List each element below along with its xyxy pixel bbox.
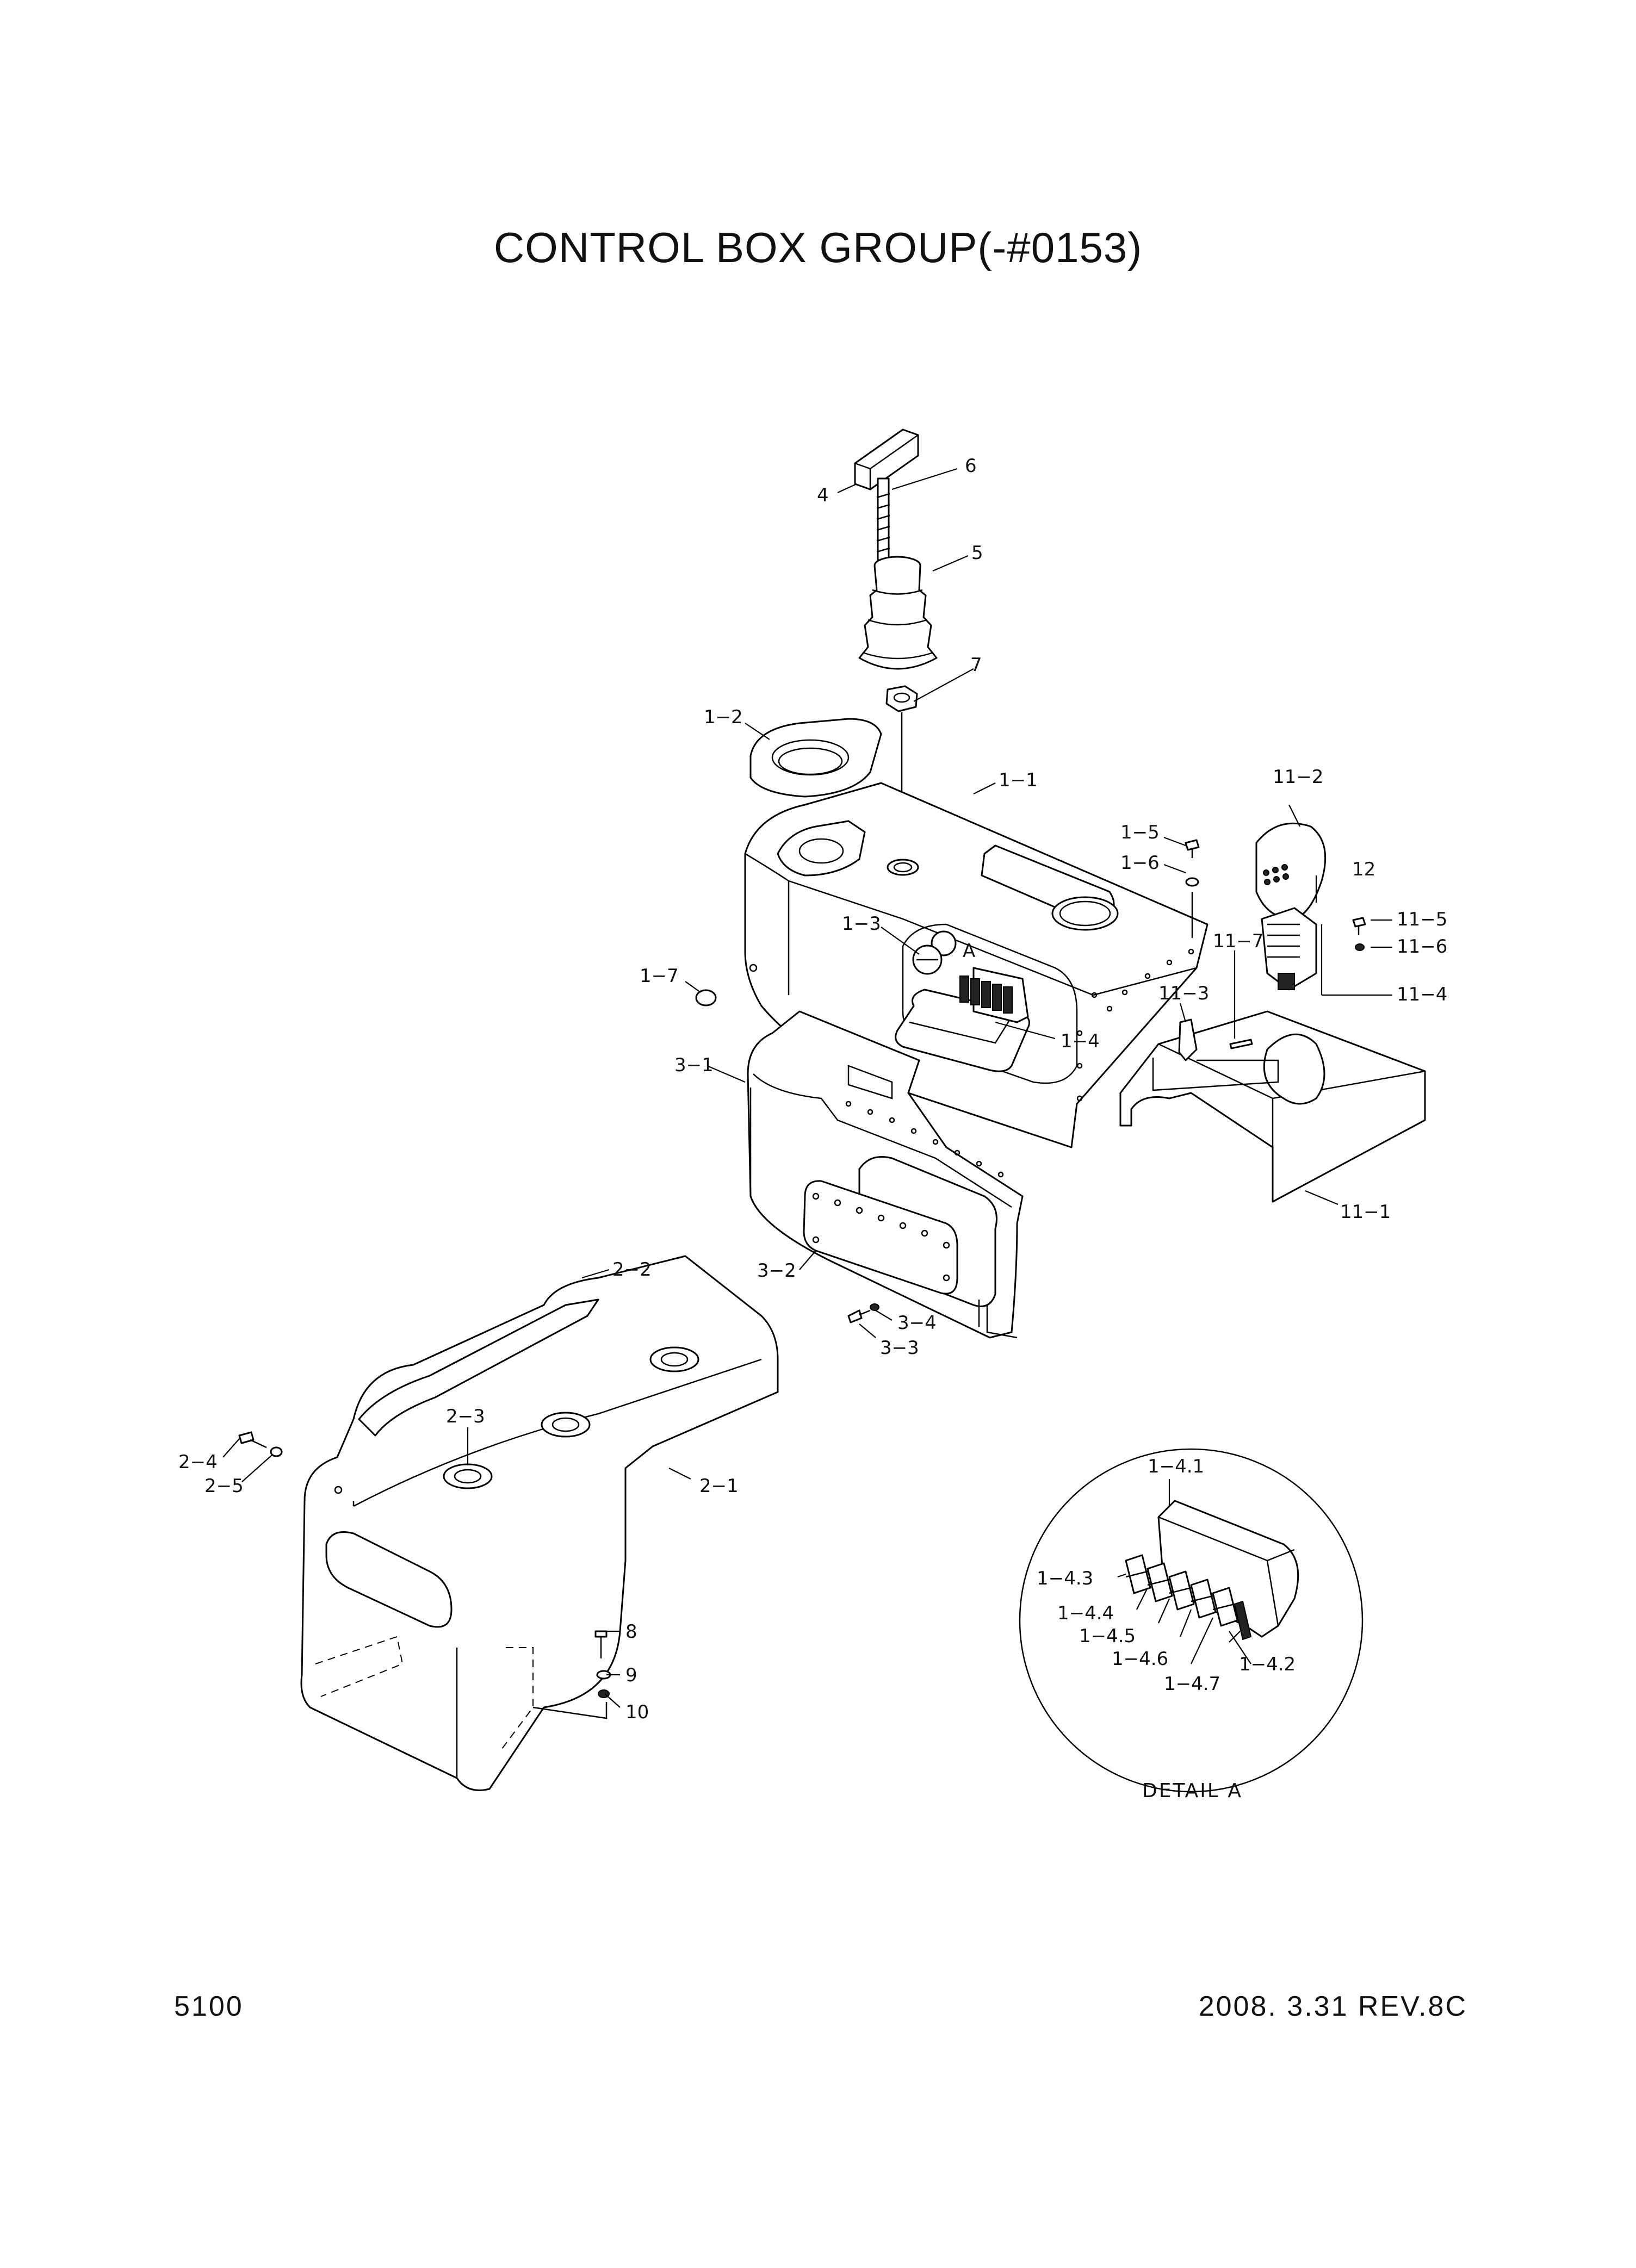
knob-assembly — [854, 428, 938, 848]
detail-a-view: DETAIL A — [1019, 1448, 1364, 1802]
flange-holes — [749, 948, 1194, 1102]
screw-3-3-washer-3-4 — [847, 1303, 879, 1323]
cover-plate-3-2 — [803, 1180, 958, 1295]
revision-date: 2008. 3.31 REV.8C — [1198, 1991, 1467, 2022]
bracket-11-3-screw-11-7 — [1152, 1018, 1279, 1091]
callout-3-4: 3−4 — [897, 1312, 937, 1334]
callout-2-3: 2−3 — [446, 1406, 485, 1427]
callout-8: 8 — [625, 1621, 637, 1643]
callout-1-6: 1−6 — [1120, 852, 1160, 874]
callout-11-7: 11−7 — [1213, 930, 1263, 952]
callout-5: 5 — [971, 542, 983, 564]
callout-1-4-1: 1−4.1 — [1148, 1456, 1204, 1477]
screw-1-5 — [1185, 839, 1200, 938]
callout-9: 9 — [625, 1664, 637, 1686]
cover-screws — [812, 1192, 950, 1282]
box-rim-holes — [845, 1101, 1004, 1178]
switch-bank-mounted — [895, 967, 1030, 1072]
callout-11-4: 11−4 — [1397, 984, 1447, 1005]
joystick-grip-11-2 — [1255, 822, 1327, 920]
callout-10: 10 — [625, 1701, 649, 1723]
callout-2-1: 2−1 — [699, 1475, 739, 1497]
top-cover-2-2 — [358, 1298, 599, 1437]
callout-11-5: 11−5 — [1397, 909, 1447, 930]
callout-3-2: 3−2 — [757, 1260, 796, 1282]
callout-1-4-6: 1−4.6 — [1112, 1648, 1168, 1670]
callout-2-2: 2−2 — [612, 1259, 652, 1281]
callout-1-2: 1−2 — [704, 706, 743, 728]
callout-11-6: 11−6 — [1397, 936, 1447, 958]
callout-2-4: 2−4 — [178, 1451, 218, 1473]
callout-1-4-5: 1−4.5 — [1079, 1625, 1136, 1647]
callout-3-3: 3−3 — [880, 1337, 919, 1359]
switch-block-12 — [1261, 907, 1317, 991]
callout-4: 4 — [817, 484, 829, 506]
callout-7: 7 — [970, 654, 982, 676]
callout-1-7: 1−7 — [640, 965, 679, 987]
callout-1-4: 1−4 — [1061, 1030, 1100, 1052]
leader-lines — [222, 468, 1392, 1708]
detail-switches — [1125, 1554, 1252, 1641]
diagram-title: CONTROL BOX GROUP(-#0153) — [493, 223, 1143, 271]
detail-marker: A — [963, 940, 975, 962]
callout-11-2: 11−2 — [1273, 766, 1323, 788]
screw-2-4-washer-2-5 — [238, 1431, 283, 1457]
grommets-2-3 — [443, 1346, 699, 1489]
screw-11-5-washer-11-6 — [1352, 917, 1366, 951]
callout-1-3: 1−3 — [842, 913, 881, 935]
callout-12: 12 — [1352, 859, 1375, 880]
callout-1-4-4: 1−4.4 — [1057, 1602, 1114, 1624]
detail-a-caption: DETAIL A — [1142, 1780, 1243, 1802]
callout-3-1: 3−1 — [674, 1054, 714, 1076]
callout-1-4-3: 1−4.3 — [1037, 1568, 1093, 1589]
callout-labels: 4 6 5 7 1−2 1−1 11−2 1−5 1−6 12 11−5 11−… — [178, 455, 1447, 1723]
callout-11-1: 11−1 — [1340, 1201, 1391, 1223]
callout-1-4-2: 1−4.2 — [1239, 1654, 1296, 1675]
callout-1-1: 1−1 — [999, 769, 1038, 791]
callout-1-4-7: 1−4.7 — [1164, 1673, 1220, 1695]
callout-11-3: 11−3 — [1158, 983, 1209, 1004]
plug-1-7 — [695, 989, 717, 1006]
right-cover-11-1 — [1119, 1010, 1426, 1203]
callout-1-5: 1−5 — [1120, 822, 1160, 843]
page-number: 5100 — [174, 1991, 244, 2022]
callout-2-5: 2−5 — [205, 1475, 244, 1497]
bolt-8-washers-9-10 — [532, 1630, 611, 1719]
callout-6: 6 — [965, 455, 977, 477]
